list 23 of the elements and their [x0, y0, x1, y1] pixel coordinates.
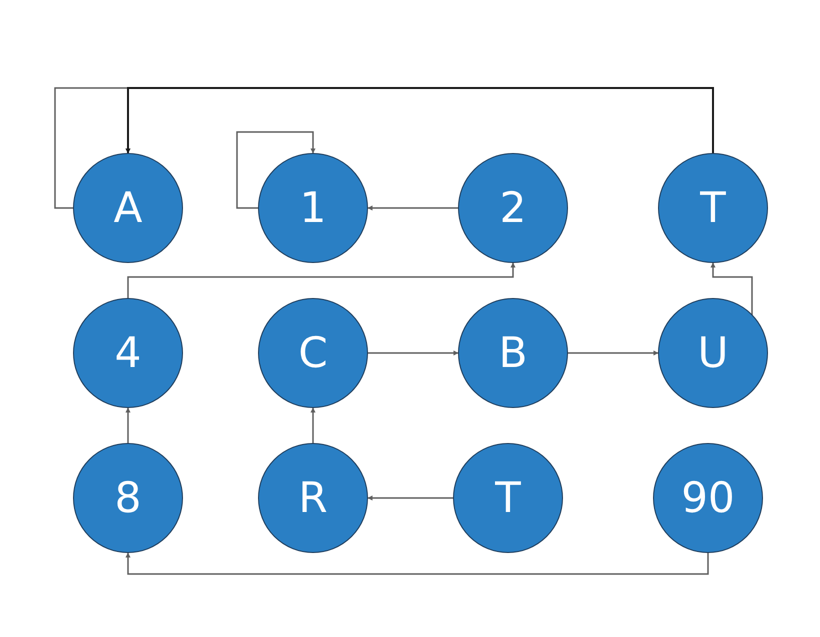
node-label: 8 [114, 477, 142, 519]
node-label: U [698, 332, 728, 374]
arrow [368, 350, 458, 356]
arrow [126, 552, 709, 575]
node-label: R [298, 477, 328, 519]
node-label: B [498, 332, 528, 374]
arrow [368, 496, 453, 500]
arrow [126, 408, 130, 443]
arrow [236, 131, 316, 209]
node-label: 1 [300, 187, 326, 229]
node-label: 4 [114, 332, 142, 374]
arrow [126, 87, 714, 154]
arrow [310, 408, 316, 443]
arrow [368, 206, 458, 210]
node-label: C [298, 332, 328, 374]
arrow [710, 262, 753, 315]
node-label: 2 [500, 187, 526, 229]
arrow [127, 262, 516, 298]
node-label: T [700, 187, 726, 229]
node-label: A [114, 187, 142, 229]
node-label: 90 [681, 477, 735, 519]
arrow [568, 350, 658, 356]
node-label: T [495, 477, 521, 519]
